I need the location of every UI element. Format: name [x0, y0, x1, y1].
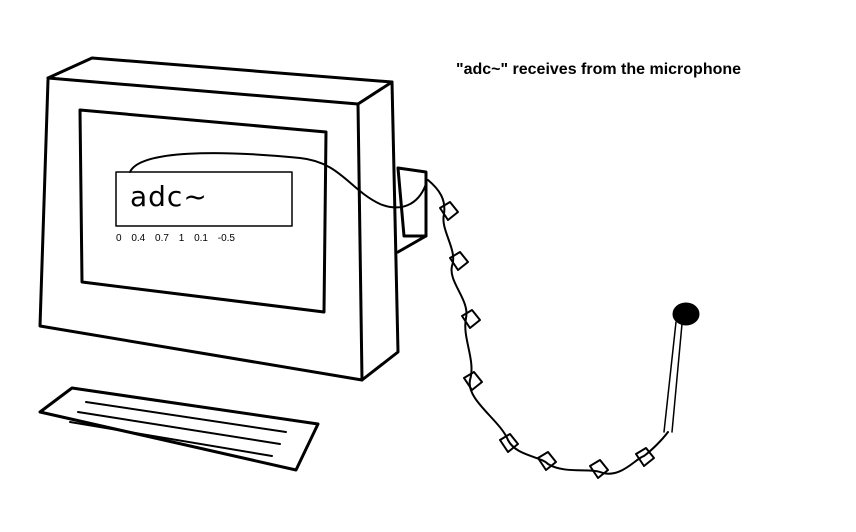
- signal-value: 0.1: [194, 233, 208, 244]
- signal-value: 0.7: [155, 233, 169, 244]
- signal-value: 0.4: [131, 233, 146, 244]
- diagram-caption: "adc~" receives from the microphone: [456, 61, 742, 78]
- adc-object-box: [115, 171, 293, 227]
- signal-values: 0 0.4 0.7 1 0.1 -0.5: [116, 233, 242, 244]
- keyboard-icon: [38, 386, 320, 472]
- signal-value: 0: [116, 233, 122, 244]
- microphone-icon: [663, 302, 700, 433]
- patch-cord: [129, 152, 427, 209]
- signal-value: -0.5: [217, 233, 235, 244]
- cable-icon: [427, 179, 669, 479]
- adc-object-label: adc~: [130, 180, 208, 213]
- computer-monitor-icon: [38, 56, 428, 382]
- signal-value: 1: [178, 233, 185, 244]
